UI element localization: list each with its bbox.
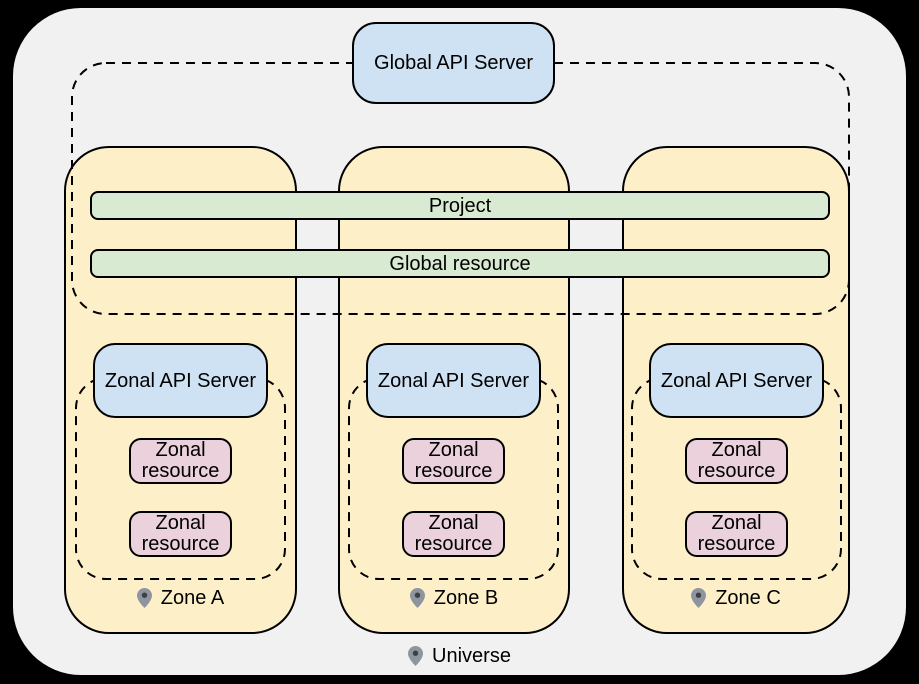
- location-pin-icon: [408, 646, 424, 666]
- universe-label-row: Universe: [13, 644, 906, 668]
- zone-a-zonal-api-server-box: Zonal API Server: [93, 343, 268, 418]
- location-pin-icon: [691, 588, 707, 608]
- universe-label: Universe: [432, 645, 511, 667]
- location-pin-icon: [136, 588, 152, 608]
- zonal-resource-label: Zonal resource: [414, 439, 493, 482]
- zonal-resource-label: Zonal resource: [697, 439, 776, 482]
- zone-label: Zone C: [715, 587, 781, 609]
- zone-a-zonal-resource-box: Zonal resource: [129, 511, 232, 557]
- zone-label: Zone B: [433, 587, 499, 609]
- zonal-resource-label: Zonal resource: [141, 439, 220, 482]
- zonal-resource-label: Zonal resource: [414, 512, 493, 555]
- global-resource-bar: Global resource: [90, 249, 830, 278]
- zone-b-zonal-resource-box: Zonal resource: [402, 511, 505, 557]
- project-bar-label: Project: [428, 194, 492, 217]
- zonal-resource-label: Zonal resource: [697, 512, 776, 555]
- global-api-server-label: Global API Server: [374, 52, 533, 74]
- zone-a-zonal-resource-box: Zonal resource: [129, 438, 232, 484]
- global-resource-bar-label: Global resource: [389, 252, 531, 275]
- zone-a-label-row: Zone A: [64, 586, 297, 610]
- project-bar: Project: [90, 191, 830, 220]
- zonal-api-server-label: Zonal API Server: [377, 369, 530, 392]
- zone-c-zonal-resource-box: Zonal resource: [685, 511, 788, 557]
- zone-b-label-row: Zone B: [338, 586, 570, 610]
- zone-c-zonal-api-server-box: Zonal API Server: [649, 343, 824, 418]
- global-api-server-box: Global API Server: [352, 22, 555, 104]
- zone-b-zonal-api-server-box: Zonal API Server: [366, 343, 541, 418]
- zonal-resource-label: Zonal resource: [141, 512, 220, 555]
- zonal-api-server-label: Zonal API Server: [660, 369, 813, 392]
- zonal-api-server-label: Zonal API Server: [104, 369, 257, 392]
- zone-c-zonal-resource-box: Zonal resource: [685, 438, 788, 484]
- zone-c-label-row: Zone C: [622, 586, 850, 610]
- location-pin-icon: [409, 588, 425, 608]
- zone-b-zonal-resource-box: Zonal resource: [402, 438, 505, 484]
- zone-label: Zone A: [160, 587, 225, 609]
